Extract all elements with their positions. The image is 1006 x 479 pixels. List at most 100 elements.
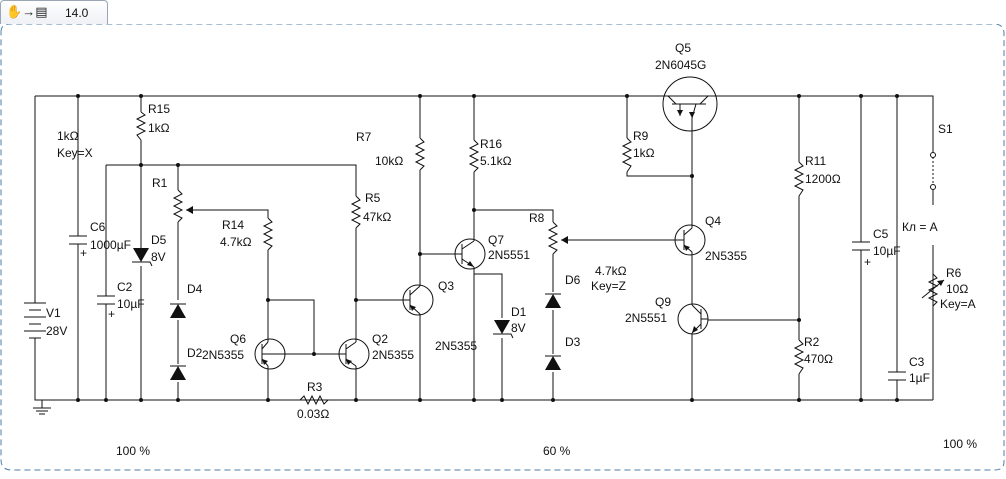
junction-dot (797, 398, 801, 402)
capacitor-c5[interactable] (852, 241, 870, 251)
junction-dot (139, 398, 143, 402)
junction-dot (354, 398, 358, 402)
diode-d4[interactable] (170, 303, 186, 318)
label-d1-ref: D1 (511, 305, 527, 319)
junction-dot (472, 94, 476, 98)
r6-wiper-arrow (937, 280, 944, 286)
resistor-r7[interactable] (414, 137, 426, 171)
hand-icon[interactable]: ✋ (6, 4, 23, 19)
sheet-border (0, 23, 1005, 471)
label-c5-ref: C5 (873, 227, 889, 241)
resistor-r2[interactable] (793, 339, 805, 375)
resistor-r15[interactable] (135, 111, 147, 141)
label-r9-value: 1kΩ (633, 146, 655, 160)
label-d2-ref: D2 (187, 346, 203, 360)
junction-dot (176, 398, 180, 402)
label-r14-value: 4.7kΩ (220, 235, 252, 249)
label-r1-value: 1kΩ (57, 129, 79, 143)
junction-dot (266, 398, 270, 402)
plus-sign: + (108, 307, 115, 321)
resistor-r6[interactable] (927, 273, 939, 307)
junction-dot (139, 94, 143, 98)
junction-dot (859, 398, 863, 402)
label-r11-ref: R11 (805, 154, 826, 168)
capacitor-c2[interactable] (97, 295, 115, 305)
transistor-q3[interactable] (402, 284, 434, 316)
junction-dot (500, 398, 504, 402)
junction-dot (312, 352, 316, 356)
resistor-r3[interactable] (299, 394, 329, 406)
label-q9-part: 2N5551 (625, 311, 667, 325)
junction-dot (76, 94, 80, 98)
junction-dot (859, 94, 863, 98)
circuit-tab[interactable]: ✋→▤ 14.0 (0, 0, 108, 24)
wire (186, 209, 269, 218)
label-r11-value: 1200Ω (805, 172, 841, 186)
wire (34, 345, 933, 401)
label-d6-ref: D6 (565, 273, 581, 287)
resistor-r5[interactable] (350, 195, 362, 229)
transistor-q9[interactable] (677, 303, 709, 335)
label-r2-value: 470Ω (804, 352, 833, 366)
schematic-sheet: V1 28V R15 1kΩ 1kΩ Key=X R1 100 % C6 100… (0, 23, 1006, 474)
zener-d1[interactable] (493, 320, 514, 339)
label-d3-ref: D3 (565, 335, 581, 349)
resistor-r1[interactable] (172, 189, 184, 223)
battery-v1[interactable] (24, 302, 46, 345)
transistor-q2[interactable] (338, 338, 370, 370)
label-q6-part: 2N5355 (202, 348, 244, 362)
capacitor-c3[interactable] (888, 371, 906, 381)
transistor-q6[interactable] (254, 338, 286, 370)
label-v1-value: 28V (46, 324, 67, 338)
label-r8-ref: R8 (529, 211, 545, 225)
transistor-q4[interactable] (674, 224, 706, 256)
label-c3-ref: C3 (909, 355, 925, 369)
label-r16-ref: R16 (480, 137, 502, 151)
label-r14-ref: R14 (222, 218, 244, 232)
label-d5-ref: D5 (151, 233, 167, 247)
label-d1-value: 8V (511, 321, 526, 335)
label-r7-value: 10kΩ (375, 154, 403, 168)
junction-dot (418, 94, 422, 98)
junction-dot (625, 94, 629, 98)
diode-d6[interactable] (545, 293, 561, 308)
plus-sign: + (80, 246, 87, 260)
transistor-q5[interactable] (662, 76, 718, 132)
label-r5-value: 47kΩ (363, 210, 391, 224)
label-q9-ref: Q9 (655, 295, 671, 309)
wire (268, 299, 315, 354)
label-r9-ref: R9 (633, 129, 649, 143)
resistor-r16[interactable] (468, 139, 480, 173)
label-r5-ref: R5 (365, 191, 381, 205)
label-r15-value: 1kΩ (148, 121, 170, 135)
junction-dot (139, 163, 143, 167)
label-q7-ref: Q7 (488, 233, 504, 247)
switch-s1[interactable] (930, 152, 936, 190)
label-c3-value: 1µF (909, 371, 930, 385)
resistor-r8[interactable] (547, 221, 559, 255)
label-d5-value: 8V (151, 250, 166, 264)
resistor-r9[interactable] (621, 137, 633, 173)
diode-d2[interactable] (170, 365, 186, 380)
junction-dot (76, 398, 80, 402)
label-r6-value: 10Ω (946, 282, 968, 296)
label-c6-ref: C6 (90, 220, 106, 234)
label-d4-ref: D4 (187, 282, 203, 296)
label-c2-value: 10µF (117, 297, 145, 311)
capacitor-c6[interactable] (69, 235, 87, 245)
label-q2-ref: Q2 (372, 332, 388, 346)
r1-wiper-arrow (186, 206, 193, 214)
junction-dot (797, 94, 801, 98)
schematic-canvas: V1 28V R15 1kΩ 1kΩ Key=X R1 100 % C6 100… (0, 23, 1005, 471)
r8-wiper-arrow (561, 236, 568, 244)
wire (474, 209, 554, 222)
zener-d5[interactable] (132, 248, 153, 267)
transistor-q7[interactable] (454, 238, 486, 270)
diode-d3[interactable] (545, 355, 561, 370)
resistor-r11[interactable] (793, 161, 805, 197)
meter-icon[interactable]: ▤ (35, 4, 48, 19)
label-r8-value: 4.7kΩ (595, 264, 627, 278)
label-r6-ref: R6 (946, 266, 962, 280)
resistor-r14[interactable] (262, 217, 274, 251)
wire (106, 164, 357, 196)
